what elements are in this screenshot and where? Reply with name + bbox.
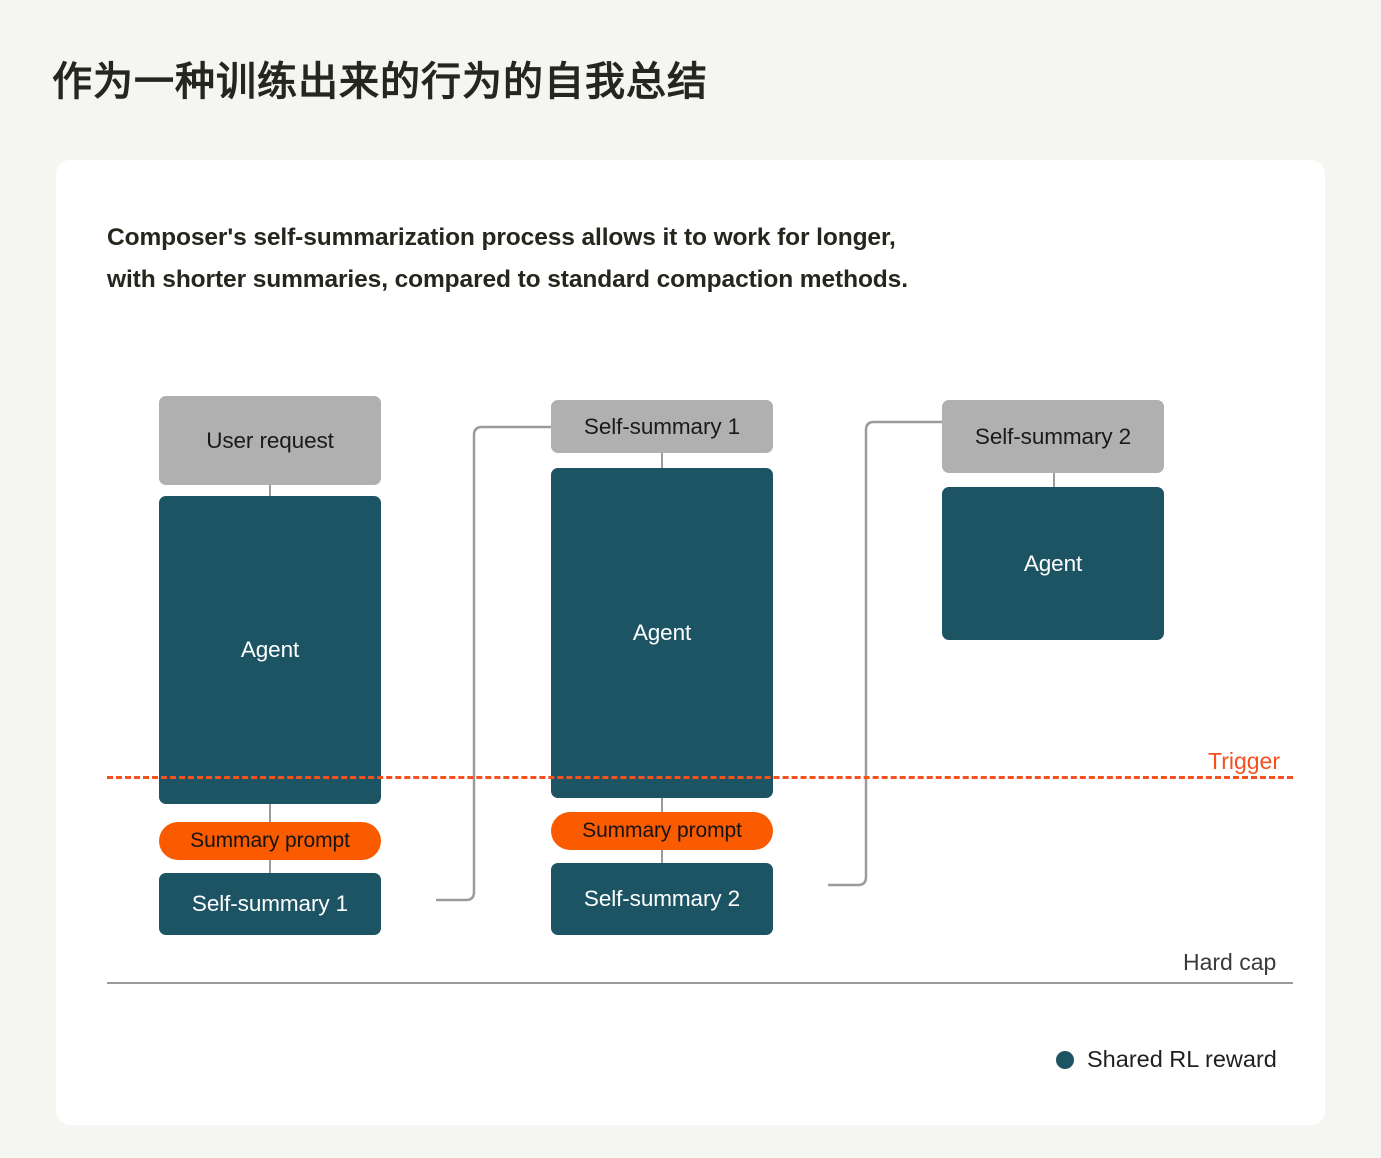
- column-1-summary-prompt-pill[interactable]: Summary prompt: [159, 822, 381, 860]
- column-2-summary-prompt-pill[interactable]: Summary prompt: [551, 812, 773, 850]
- column-2-self-summary-output-box[interactable]: Self-summary 2: [551, 863, 773, 935]
- hard-cap-line: [107, 982, 1293, 984]
- column-1-agent-box[interactable]: Agent: [159, 496, 381, 804]
- card-subtitle-line-2: with shorter summaries, compared to stan…: [107, 266, 908, 294]
- column-1-user-request-box[interactable]: User request: [159, 396, 381, 485]
- connector-stem: [269, 796, 271, 832]
- legend-item-label: Shared RL reward: [1087, 1046, 1277, 1072]
- column-3-agent-box[interactable]: Agent: [942, 487, 1164, 640]
- self-summarization-flow-diagram: User request Agent Summary prompt Self-s…: [56, 160, 1325, 1125]
- column-2-agent-box[interactable]: Agent: [551, 468, 773, 798]
- hard-cap-label: Hard cap: [1183, 949, 1277, 975]
- trigger-threshold-line: [107, 776, 1293, 779]
- connector-stem: [1053, 473, 1055, 499]
- column-3-self-summary-input-box[interactable]: Self-summary 2: [942, 400, 1164, 473]
- trigger-threshold-label: Trigger: [1208, 748, 1280, 774]
- diagram-card: Composer's self-summarization process al…: [56, 160, 1325, 1125]
- connector-stem: [269, 480, 271, 506]
- page-title: 作为一种训练出来的行为的自我总结: [52, 60, 708, 104]
- card-subtitle: Composer's self-summarization process al…: [107, 217, 908, 301]
- connector-stem: [661, 448, 663, 474]
- connector-stem: [661, 790, 663, 816]
- column-2-self-summary-input-box[interactable]: Self-summary 1: [551, 400, 773, 453]
- shared-rl-reward-dot: [1056, 1050, 1074, 1069]
- legend: Shared RL reward: [1056, 1046, 1277, 1073]
- flow-arrow-column2-to-column3: [828, 414, 994, 887]
- card-subtitle-line-1: Composer's self-summarization process al…: [107, 224, 896, 251]
- column-1-self-summary-output-box[interactable]: Self-summary 1: [159, 873, 381, 935]
